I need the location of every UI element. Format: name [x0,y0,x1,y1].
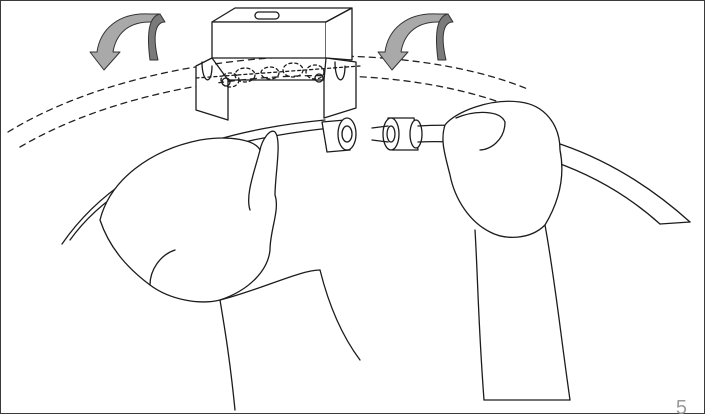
page-number: 5 [675,397,687,419]
cable-connector-left [321,117,357,153]
rotate-arrow-right-icon [377,13,454,71]
cable-connector-right [371,117,423,151]
left-hand [99,130,361,411]
right-hand [442,100,571,401]
rotate-arrow-left-icon [89,13,166,71]
mounting-bracket [195,7,361,121]
dashed-guide-inner [19,74,521,148]
